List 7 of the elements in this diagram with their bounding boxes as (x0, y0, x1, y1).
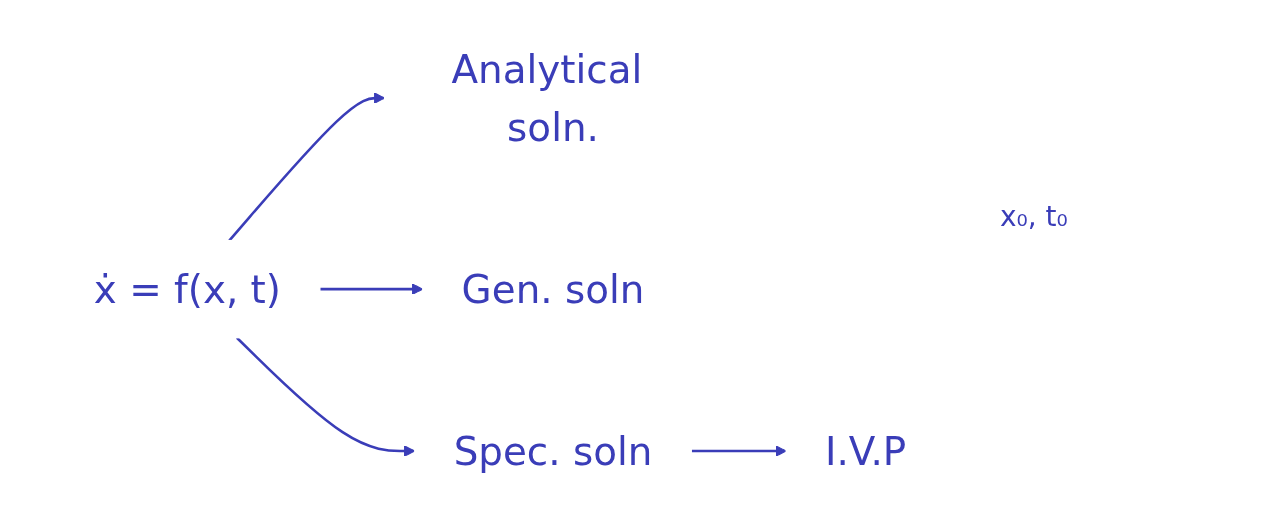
arrow (691, 445, 787, 457)
node-text: Gen. soln (461, 266, 645, 312)
node-text: ẋ = f(x, t) (93, 266, 281, 312)
node-text: I.V.P (825, 428, 907, 474)
node-text: Analytical soln. (451, 46, 643, 150)
node-text: Spec. soln (453, 428, 653, 474)
note-text: x₀, t₀ (1000, 200, 1068, 233)
